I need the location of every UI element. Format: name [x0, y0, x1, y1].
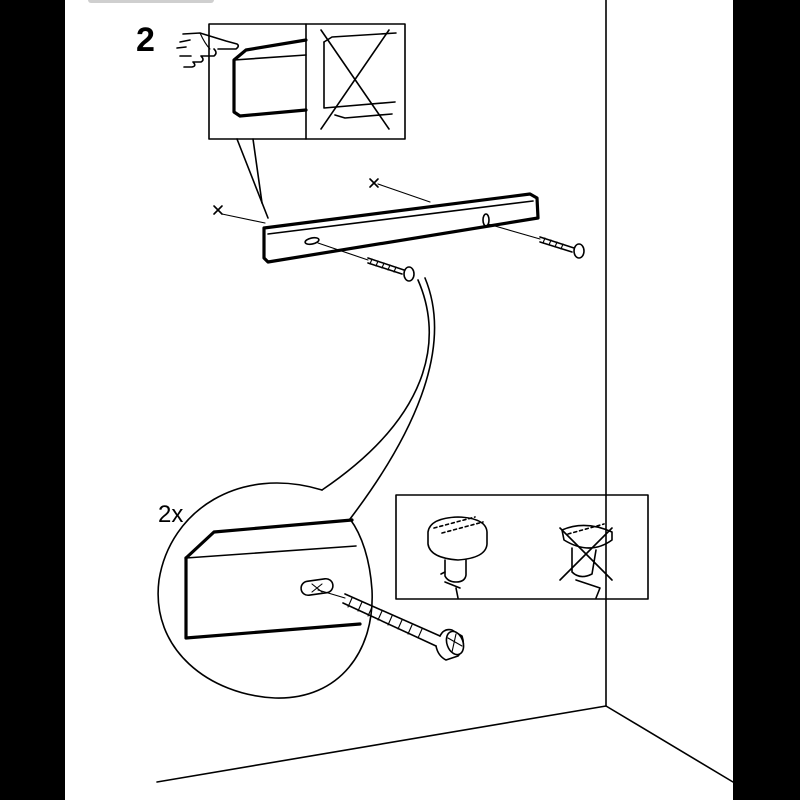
- cross-icon: [320, 29, 390, 130]
- callout-leader-left: [321, 279, 431, 491]
- screw-left: [317, 242, 415, 282]
- quantity-label: 2x: [158, 501, 183, 528]
- correct-screw-head: [427, 516, 488, 599]
- page-tab: [88, 0, 214, 3]
- screw-right: [487, 223, 585, 259]
- wall: [156, 0, 734, 783]
- detail-box-top: [208, 23, 406, 219]
- step-number: 2: [136, 21, 155, 59]
- wrong-screw-head: [559, 523, 613, 599]
- cross-icon: [559, 527, 613, 581]
- wall-rail: [213, 178, 540, 264]
- instruction-page: [65, 0, 733, 800]
- detail-box-screw-head: [395, 494, 649, 600]
- callout-leader-right: [349, 277, 436, 520]
- magnified-detail: [157, 482, 465, 699]
- pointing-hand-icon: [176, 32, 240, 68]
